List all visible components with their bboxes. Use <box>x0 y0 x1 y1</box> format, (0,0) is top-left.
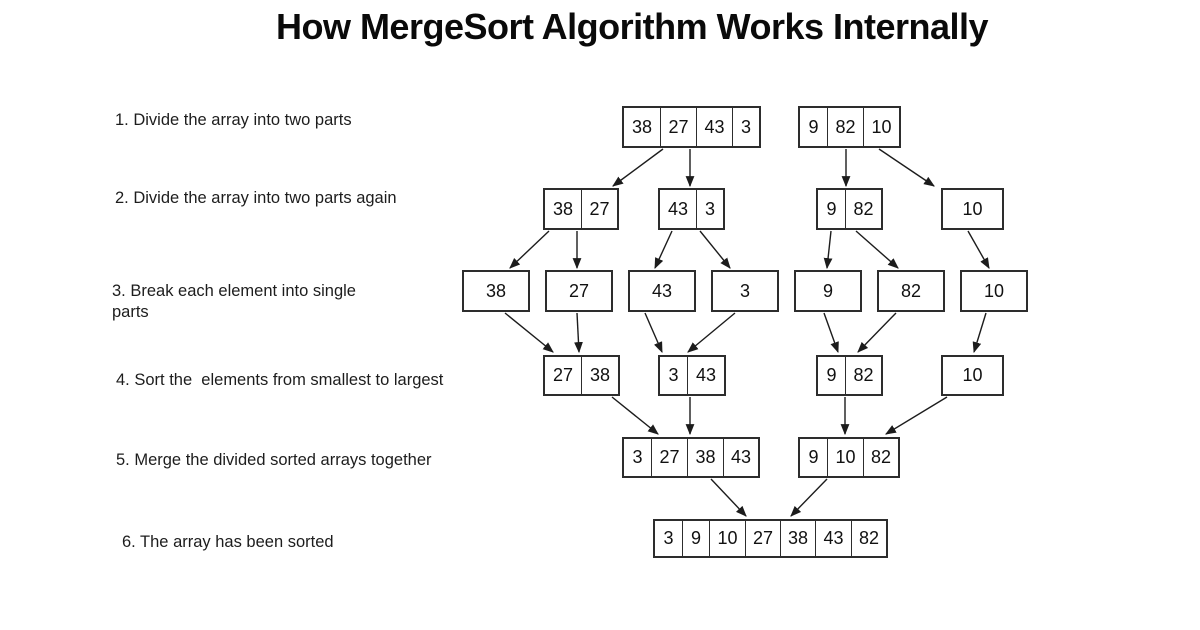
array-box-14: 3 43 <box>658 355 726 396</box>
step-label-6: 6. The array has been sorted <box>122 533 334 551</box>
array-cell: 10 <box>863 108 899 146</box>
array-cell: 3 <box>668 365 679 385</box>
array-cell: 10 <box>827 439 863 476</box>
arrow <box>504 312 554 353</box>
array-cell: 38 <box>581 357 618 394</box>
arrow <box>644 312 663 354</box>
arrow <box>710 478 747 517</box>
step-label-3: 3. Break each element into single parts <box>112 282 356 321</box>
arrow <box>509 230 550 269</box>
array-box-8: 43 <box>628 270 696 312</box>
array-cell: 3 <box>739 280 750 301</box>
array-cell: 10 <box>983 280 1005 301</box>
array-box-12: 10 <box>960 270 1028 312</box>
array-box-9: 3 <box>711 270 779 312</box>
array-box-13: 27 38 <box>543 355 620 396</box>
array-cell: 9 <box>808 116 819 137</box>
array-cell: 3 <box>663 528 674 548</box>
array-cell: 43 <box>651 280 673 301</box>
array-cell: 82 <box>851 521 886 556</box>
array-cell: 9 <box>826 365 837 385</box>
array-cell: 9 <box>682 521 709 556</box>
array-cell: 38 <box>631 116 653 137</box>
page-title: How MergeSort Algorithm Works Internally <box>275 6 989 47</box>
arrow <box>885 396 948 435</box>
arrow <box>687 312 736 353</box>
array-box-10: 9 <box>794 270 862 312</box>
array-cell: 27 <box>568 280 590 301</box>
array-box-5: 10 <box>941 188 1004 230</box>
array-cell: 10 <box>962 365 983 385</box>
array-cell: 38 <box>780 521 815 556</box>
step-label-2: 2. Divide the array into two parts again <box>115 189 397 207</box>
array-cell: 82 <box>845 190 881 228</box>
array-cell: 27 <box>745 521 780 556</box>
array-box-16: 10 <box>941 355 1004 396</box>
arrow <box>612 148 664 187</box>
array-cell: 9 <box>826 198 837 219</box>
array-cell: 3 <box>696 190 723 228</box>
array-cell: 3 <box>732 108 759 146</box>
array-cell: 38 <box>687 439 723 476</box>
array-box-6: 38 <box>462 270 530 312</box>
step-label-4: 4. Sort the elements from smallest to la… <box>116 371 444 389</box>
arrow <box>699 230 731 269</box>
array-cell: 82 <box>900 280 922 301</box>
arrow <box>967 230 990 269</box>
array-box-3: 43 3 <box>658 188 725 230</box>
arrow <box>823 230 833 270</box>
array-box-11: 82 <box>877 270 945 312</box>
array-cell: 43 <box>696 108 732 146</box>
array-box-7: 27 <box>545 270 613 312</box>
arrow <box>878 148 935 187</box>
array-box-15: 9 82 <box>816 355 883 396</box>
arrow <box>857 312 897 353</box>
array-cell: 82 <box>845 357 881 394</box>
arrow <box>574 312 583 354</box>
arrow <box>855 230 899 269</box>
array-cell: 43 <box>815 521 851 556</box>
array-box-4: 9 82 <box>816 188 883 230</box>
array-cell: 27 <box>581 190 617 228</box>
array-cell: 82 <box>827 108 863 146</box>
array-cell: 82 <box>863 439 898 476</box>
array-cell: 27 <box>552 365 574 385</box>
array-cell: 43 <box>687 357 724 394</box>
array-cell: 27 <box>651 439 687 476</box>
arrow <box>654 230 673 269</box>
arrow <box>972 312 987 354</box>
array-cell: 38 <box>485 280 507 301</box>
arrow <box>823 312 839 354</box>
array-cell: 9 <box>822 280 833 301</box>
array-cell: 43 <box>723 439 758 476</box>
step-label-1: 1. Divide the array into two parts <box>115 111 352 129</box>
array-cell: 9 <box>808 447 819 467</box>
array-cell: 27 <box>660 108 696 146</box>
array-cell: 10 <box>709 521 745 556</box>
array-cell: 38 <box>552 198 574 219</box>
array-cell: 3 <box>632 447 643 467</box>
array-cell: 43 <box>667 198 689 219</box>
array-box-2: 38 27 <box>543 188 619 230</box>
arrow <box>611 396 659 435</box>
array-cell: 10 <box>962 198 983 219</box>
arrow <box>790 478 828 517</box>
step-label-5: 5. Merge the divided sorted arrays toget… <box>116 451 432 469</box>
